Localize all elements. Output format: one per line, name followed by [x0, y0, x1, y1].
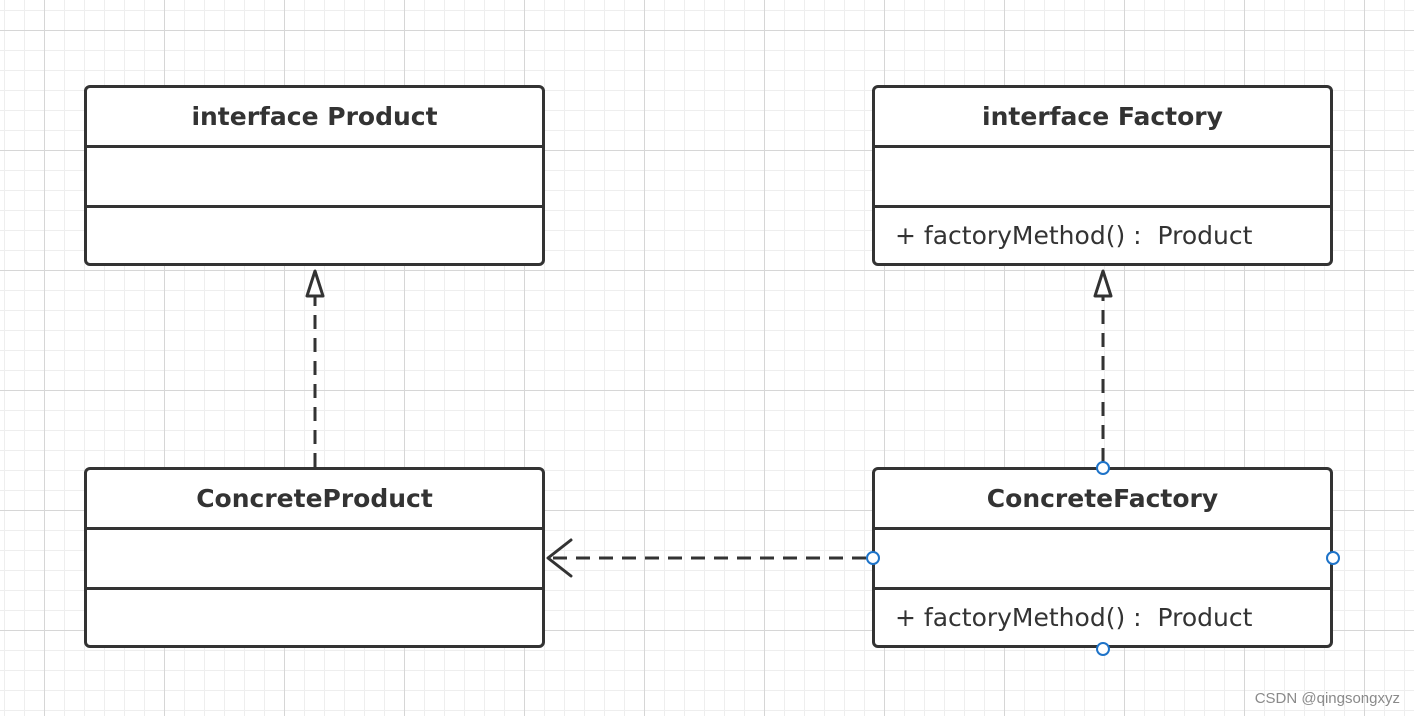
hollow-triangle-arrowhead — [305, 269, 325, 298]
methods-compartment: + factoryMethod() : Product — [895, 603, 1253, 632]
class-name: interface Product — [87, 88, 542, 148]
class-box-concrete-factory[interactable]: ConcreteFactory + factoryMethod() : Prod… — [872, 467, 1333, 648]
attributes-compartment — [87, 148, 542, 208]
methods-compartment — [87, 590, 542, 645]
realization-arrow-factory[interactable] — [1093, 269, 1113, 462]
class-name: interface Factory — [875, 88, 1330, 148]
methods-compartment: + factoryMethod() : Product — [895, 221, 1253, 250]
attributes-compartment — [875, 148, 1330, 208]
class-name: ConcreteProduct — [87, 470, 542, 530]
class-box-concrete-product[interactable]: ConcreteProduct — [84, 467, 545, 648]
dependency-arrow[interactable] — [546, 538, 866, 578]
methods-compartment — [87, 208, 542, 263]
open-arrowhead — [546, 538, 573, 578]
class-box-factory[interactable]: interface Factory + factoryMethod() : Pr… — [872, 85, 1333, 266]
class-box-product[interactable]: interface Product — [84, 85, 545, 266]
hollow-triangle-arrowhead — [1093, 269, 1113, 298]
attributes-compartment — [875, 530, 1330, 590]
class-name: ConcreteFactory — [875, 470, 1330, 530]
realization-arrow-product[interactable] — [305, 269, 325, 467]
attributes-compartment — [87, 530, 542, 590]
watermark: CSDN @qingsongxyz — [1254, 690, 1400, 707]
